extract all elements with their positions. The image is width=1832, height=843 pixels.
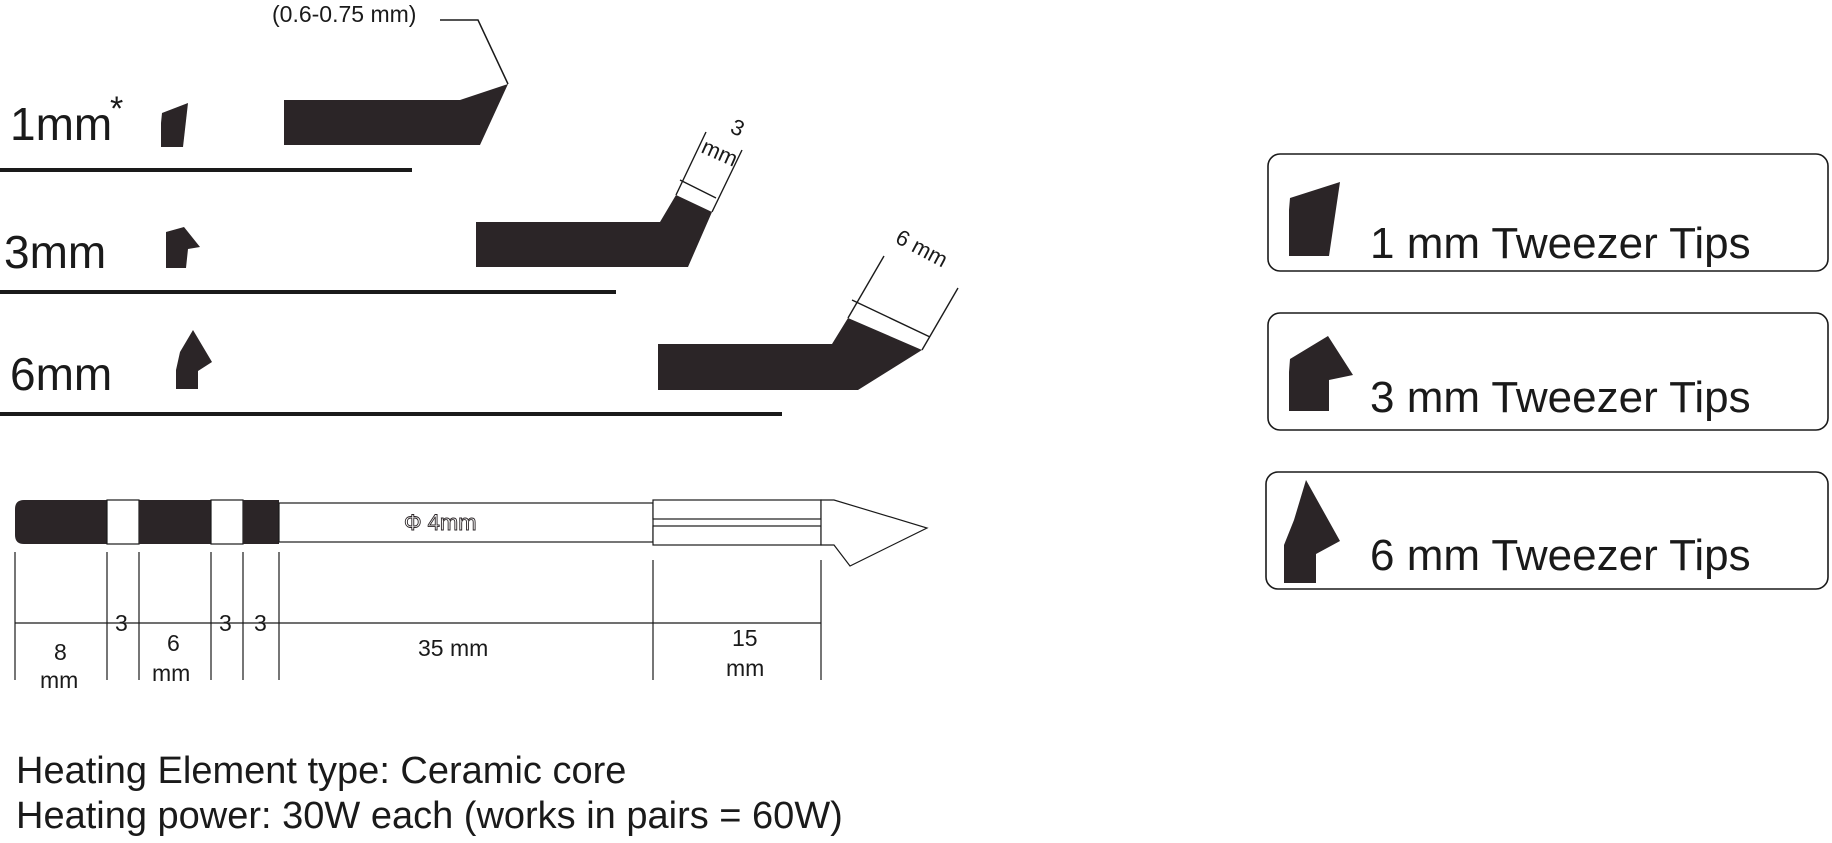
shaft-tip-point	[820, 499, 929, 567]
tip-shaft-drawing: Φ 4mm	[15, 499, 929, 567]
tip-6mm-small-icon	[176, 330, 212, 389]
tip-card-6mm-label: 6 mm Tweezer Tips	[1370, 531, 1751, 580]
tip-row-1mm: 1mm * (0.6-0.75 mm)	[0, 1, 509, 172]
tip-1mm-leader-line	[440, 19, 509, 85]
shaft-rod	[278, 502, 654, 543]
shaft-ring-1	[106, 499, 140, 545]
tip-card-1mm: 1 mm Tweezer Tips	[1267, 153, 1829, 272]
tip-1mm-dimension: (0.6-0.75 mm)	[272, 1, 416, 27]
tip-3mm-dimension-value: 3	[727, 114, 748, 142]
shaft-dimension-labels: 8 mm 3 6 mm 3 3 35 mm 15 mm	[40, 610, 764, 693]
tip-3mm-dimension-lines	[675, 131, 743, 213]
tip-3mm-profile	[476, 195, 712, 267]
tip-row-1mm-asterisk: *	[110, 90, 123, 128]
tip-row-3mm: 3mm 3 mm	[0, 114, 748, 294]
dim-35-value: 35 mm	[418, 635, 488, 661]
tip-row-6mm-label: 6mm	[10, 348, 112, 400]
tip-6mm-dimension-lines	[847, 255, 959, 351]
tip-card-6mm: 6 mm Tweezer Tips	[1265, 471, 1829, 590]
shaft-tip-leg-lower	[652, 525, 822, 546]
shaft-segment-3mm	[243, 500, 279, 544]
tip-card-3mm-frame	[1267, 312, 1829, 431]
dim-6-value: 6	[167, 630, 180, 656]
tip-row-3mm-label: 3mm	[4, 226, 106, 278]
shaft-segment-6mm	[139, 500, 211, 544]
shaft-ring-2	[210, 499, 244, 545]
tip-row-1mm-label: 1mm	[10, 98, 112, 150]
tip-card-1mm-frame	[1267, 153, 1829, 272]
tip-3mm-small-icon	[166, 227, 200, 268]
shaft-tip-leg-upper	[652, 499, 822, 520]
shaft-diameter-label: Φ 4mm	[404, 510, 477, 535]
spec-heating-element: Heating Element type: Ceramic core	[16, 750, 627, 792]
tip-6mm-icon	[1284, 480, 1340, 583]
tip-6mm-dimension: 6 mm	[892, 224, 952, 272]
spec-heating-power: Heating power: 30W each (works in pairs …	[16, 795, 843, 837]
dim-8-unit: mm	[40, 667, 78, 693]
dim-6-unit: mm	[152, 660, 190, 686]
tip-1mm-icon	[1289, 182, 1340, 256]
dim-15-value: 15	[732, 625, 758, 651]
dim-3b-value: 3	[219, 610, 232, 636]
tip-1mm-small-icon	[161, 103, 188, 147]
dim-3a-value: 3	[115, 610, 128, 636]
dim-8-value: 8	[54, 639, 67, 665]
tip-3mm-icon	[1289, 336, 1353, 411]
tip-card-3mm: 3 mm Tweezer Tips	[1267, 312, 1829, 431]
dim-15-unit: mm	[726, 655, 764, 681]
tip-6mm-profile	[658, 318, 922, 390]
tip-card-6mm-frame	[1265, 471, 1829, 590]
tip-1mm-profile	[284, 84, 508, 145]
tip-card-1mm-label: 1 mm Tweezer Tips	[1370, 219, 1751, 268]
shaft-segment-8mm	[15, 500, 107, 544]
shaft-dimension-lines	[14, 552, 822, 680]
dim-3c-value: 3	[254, 610, 267, 636]
tip-card-3mm-label: 3 mm Tweezer Tips	[1370, 373, 1751, 422]
